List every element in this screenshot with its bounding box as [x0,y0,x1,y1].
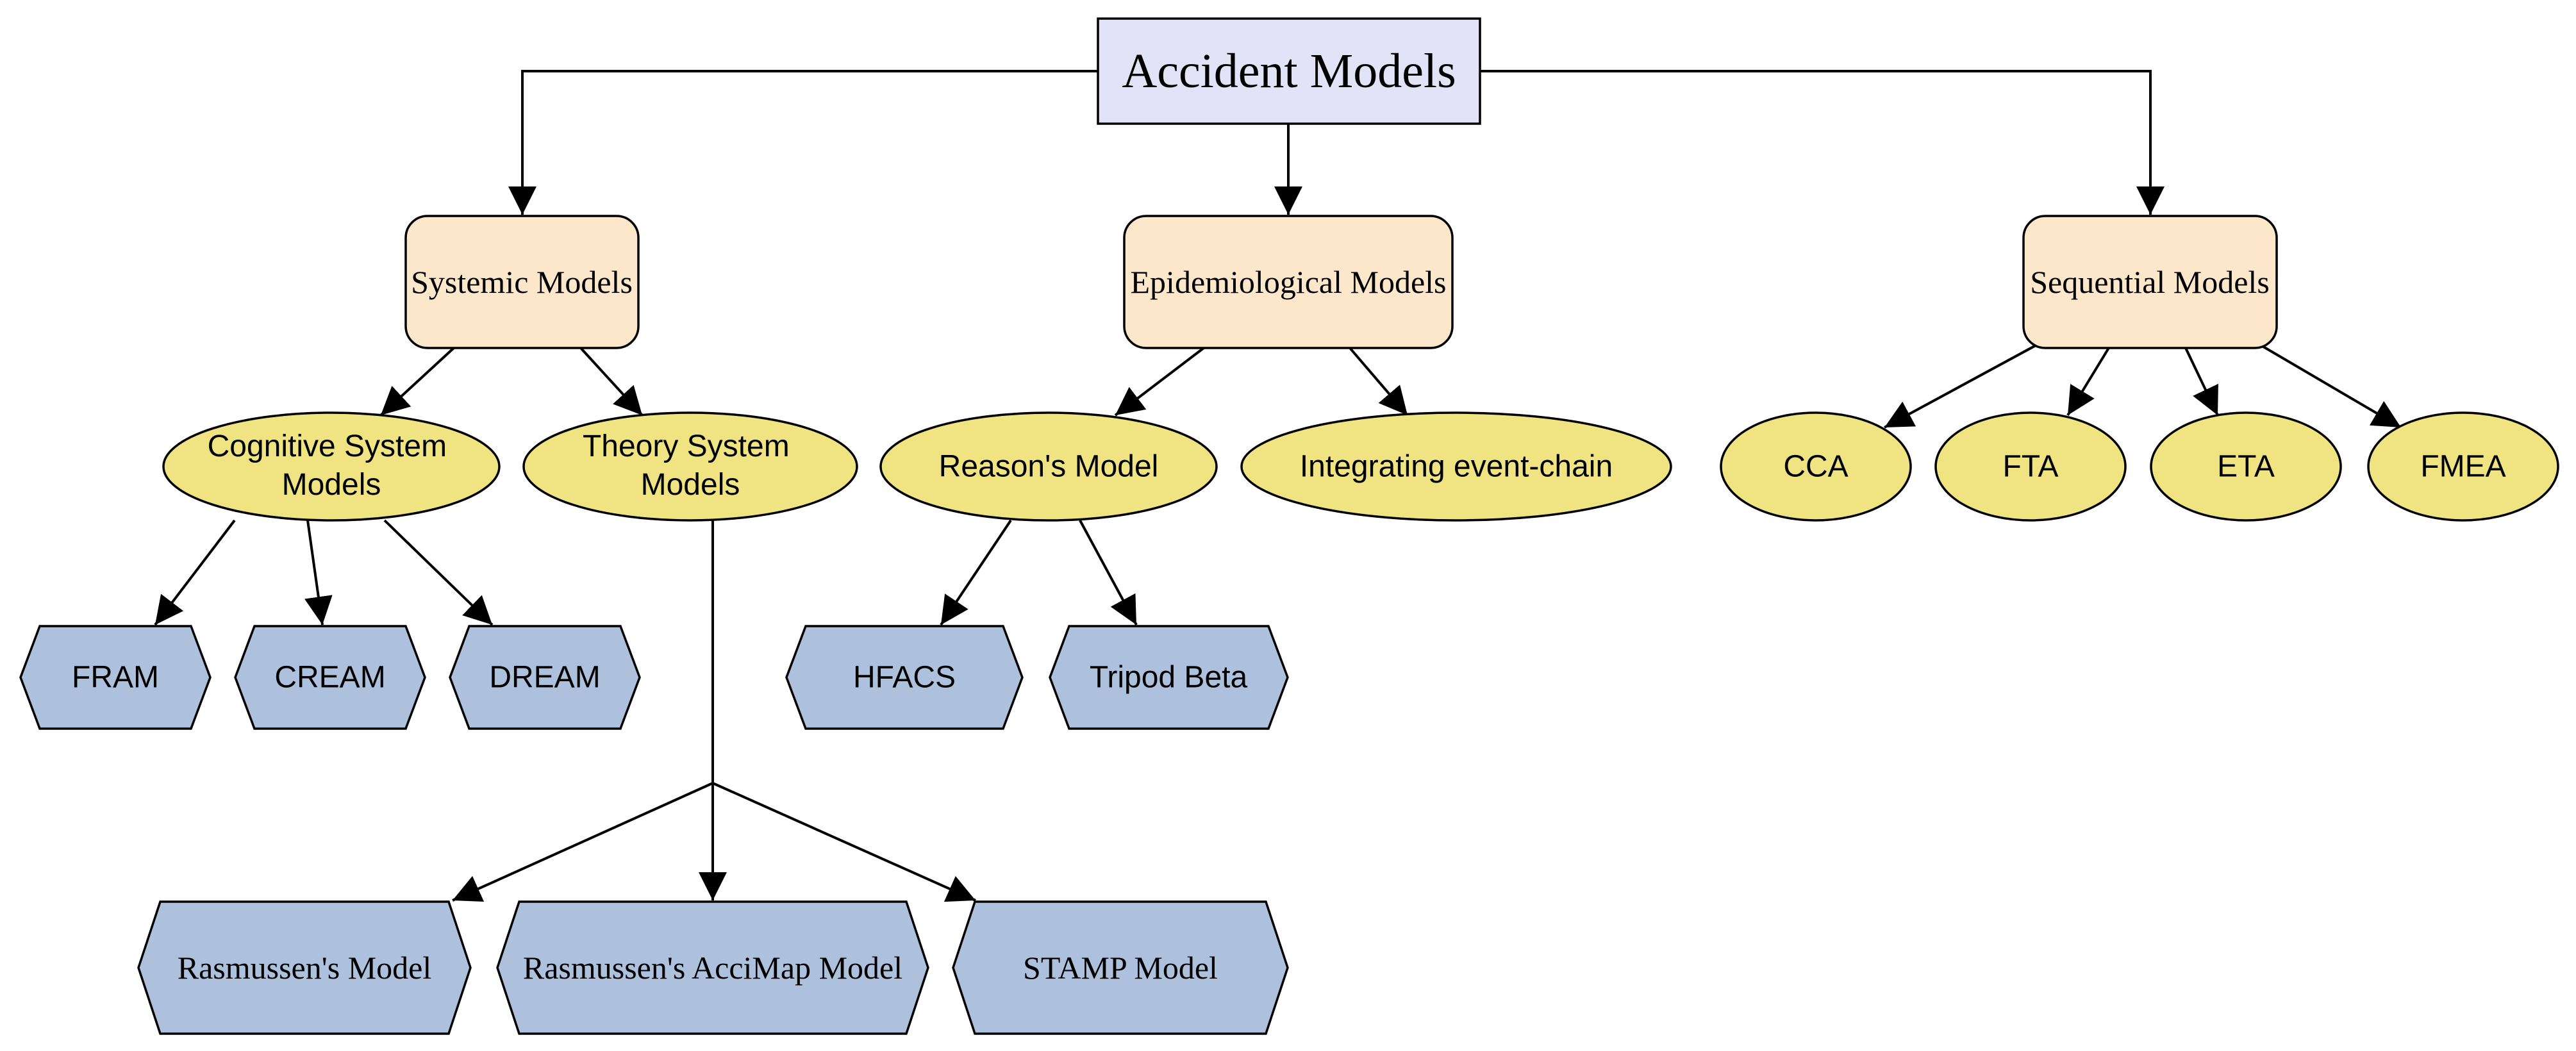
edge-root-systemic [508,70,1098,215]
method-dream: DREAM [449,625,641,730]
method-hfacs-hexagon [785,625,1024,730]
edge-epi-integrating [1349,347,1409,417]
model-fmea-label: FMEA [2420,450,2505,484]
method-accimap: Rasmussen's AcciMap Model [496,900,929,1035]
edge-theory-rasmussen [452,782,713,902]
model-theory-line2: Models [641,468,740,502]
method-cream: CREAM [234,625,426,730]
edge-reason-hfacs [940,519,1012,626]
model-cognitive-ellipse [162,411,501,522]
model-reason-ellipse [879,411,1218,522]
root-node: Accident Models [1097,17,1481,125]
method-rasmussen-hexagon [137,900,472,1035]
model-theory-line1: Theory System [583,429,790,463]
model-eta-ellipse [2150,411,2342,522]
method-fram-hexagon [19,625,212,730]
model-reason: Reason's Model [879,411,1218,522]
method-fram-label: FRAM [72,661,159,695]
method-stamp-hexagon [952,900,1289,1035]
edge-seq-fta [2066,347,2110,417]
edge-seq-cca [1884,343,2038,429]
model-cca-ellipse [1720,411,1912,522]
edge-epi-reason [1114,347,1205,417]
edge-seq-eta [2184,347,2219,416]
method-stamp-label: STAMP Model [1023,950,1218,986]
category-epidemiological-box [1123,215,1454,349]
method-tripod-label: Tripod Beta [1090,661,1248,695]
model-cognitive-label: Cognitive System Models [208,429,456,502]
edge-systemic-cognitive [379,347,455,417]
category-systemic-label: Systemic Models [411,264,633,300]
edge-theory-stamp [712,782,976,902]
method-tripod-hexagon [1049,625,1289,730]
method-dream-hexagon [449,625,641,730]
method-rasmussen: Rasmussen's Model [137,900,472,1035]
category-epidemiological: Epidemiological Models [1123,215,1454,349]
model-integrating-ellipse [1240,411,1672,522]
model-theory-ellipse [522,411,858,522]
method-accimap-label: Rasmussen's AcciMap Model [523,950,902,986]
root-box [1097,17,1481,125]
category-systemic: Systemic Models [404,215,640,349]
method-dream-label: DREAM [489,661,600,695]
edge-cognitive-dream [383,519,494,626]
edge-systemic-theory [579,347,644,417]
method-accimap-hexagon [496,900,929,1035]
model-integrating-label: Integrating event-chain [1300,450,1613,484]
category-sequential: Sequential Models [2022,215,2278,349]
edges [154,70,2402,902]
method-rasmussen-label: Rasmussen's Model [178,950,432,986]
model-cca-label: CCA [1783,450,1848,484]
method-hfacs-label: HFACS [853,661,956,695]
model-cognitive: Cognitive System Models [162,411,501,522]
category-systemic-box [404,215,640,349]
edge-cognitive-fram [154,519,236,626]
model-theory-label: Theory System Models [583,429,798,502]
edge-cognitive-cream [304,520,333,625]
model-reason-label: Reason's Model [939,450,1159,484]
category-epidemiological-label: Epidemiological Models [1131,264,1447,300]
model-theory: Theory System Models [522,411,858,522]
model-fmea: FMEA [2367,411,2559,522]
model-cognitive-line1: Cognitive System [208,429,447,463]
model-fta-ellipse [1934,411,2127,522]
edge-seq-fmea [2259,343,2402,429]
root-label: Accident Models [1122,44,1456,98]
method-cream-label: CREAM [274,661,385,695]
model-fmea-ellipse [2367,411,2559,522]
model-cca: CCA [1720,411,1912,522]
model-fta: FTA [1934,411,2127,522]
model-eta: ETA [2150,411,2342,522]
category-sequential-box [2022,215,2278,349]
method-tripod: Tripod Beta [1049,625,1289,730]
edge-reason-tripod [1079,520,1138,625]
model-cognitive-line2: Models [282,468,381,502]
model-eta-label: ETA [2217,450,2275,484]
method-fram: FRAM [19,625,212,730]
method-stamp: STAMP Model [952,900,1289,1035]
model-fta-label: FTA [2002,450,2058,484]
model-integrating: Integrating event-chain [1240,411,1672,522]
category-sequential-label: Sequential Models [2030,264,2270,300]
method-cream-hexagon [234,625,426,730]
method-hfacs: HFACS [785,625,1024,730]
edge-root-sequential [1480,70,2165,215]
